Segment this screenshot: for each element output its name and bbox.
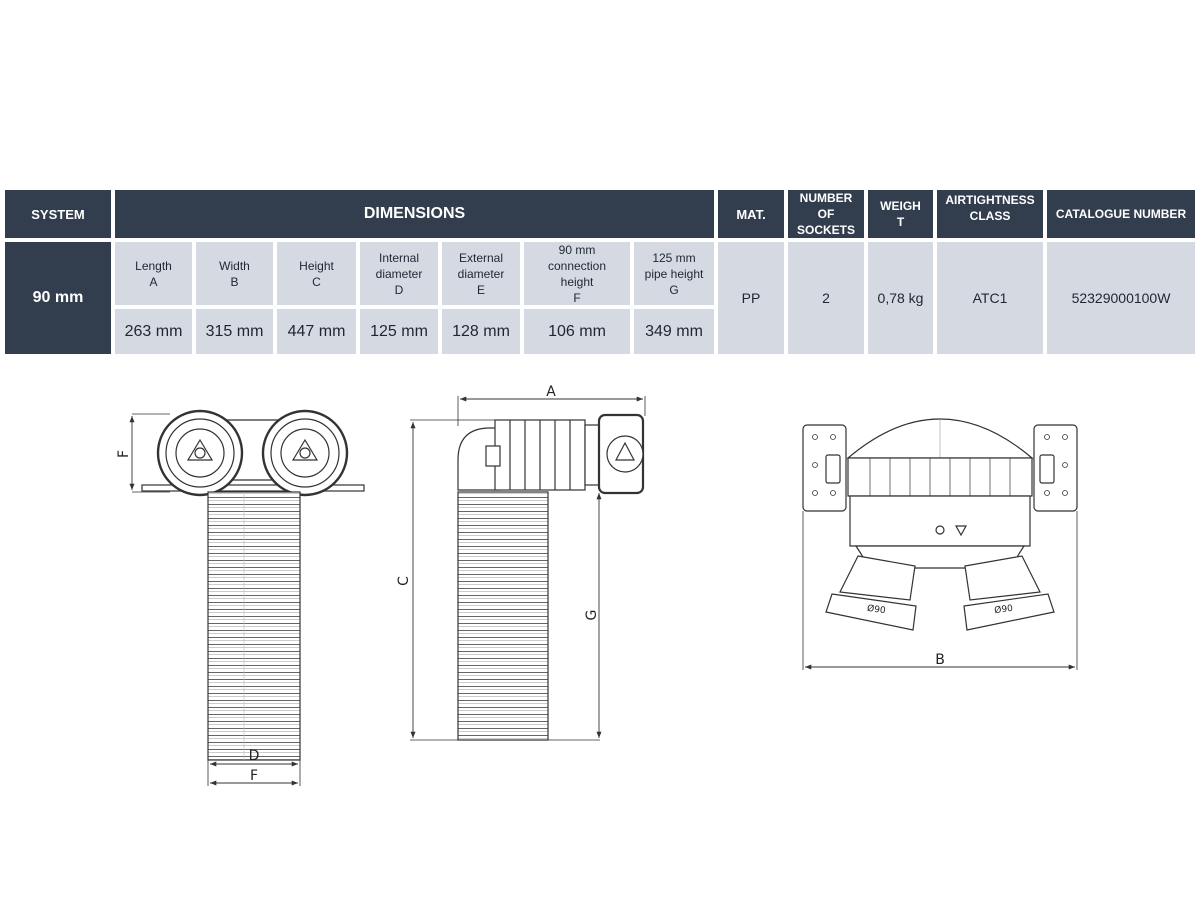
dim-label-line: Height xyxy=(299,258,334,273)
system-value: 90 mm xyxy=(5,242,111,354)
top-socket-mark-right: Ø90 xyxy=(994,603,1014,617)
front-view-drawing xyxy=(129,409,365,786)
dim-label-line: diameter xyxy=(457,266,505,281)
dim-label-line: height xyxy=(560,274,594,289)
dim-label-line: pipe height xyxy=(644,266,704,281)
dim-label-line: Internal xyxy=(378,250,420,265)
header-weight: WEIGH T xyxy=(868,190,933,238)
side-dim-a: A xyxy=(546,384,556,400)
dim-label-line: connection xyxy=(547,258,607,273)
front-dim-f-top: F xyxy=(116,450,132,458)
dim-value-pipe-height: 349 mm xyxy=(634,309,714,354)
dim-value-length: 263 mm xyxy=(115,309,192,354)
front-dim-f-bottom: F xyxy=(250,768,258,784)
weight-value: 0,78 kg xyxy=(868,242,933,354)
side-view-drawing xyxy=(410,396,646,741)
dim-label-connection-height: 90 mm connection height F xyxy=(524,242,630,305)
top-dim-b: B xyxy=(935,652,945,668)
header-sockets: NUMBER OF SOCKETS xyxy=(788,190,864,238)
header-weight-line: T xyxy=(896,215,905,229)
top-view-drawing xyxy=(802,418,1078,670)
dim-label-line: F xyxy=(573,290,581,305)
dim-label-line: Length xyxy=(135,258,172,273)
header-weight-line: WEIGH xyxy=(880,199,921,213)
dim-label-line: External xyxy=(458,250,504,265)
dim-label-line: Width xyxy=(219,258,250,273)
dim-label-line: E xyxy=(476,282,485,297)
dim-value-external-diameter: 128 mm xyxy=(442,309,520,354)
dim-label-pipe-height: 125 mm pipe height G xyxy=(634,242,714,305)
dim-value-connection-height: 106 mm xyxy=(524,309,630,354)
dim-label-line: diameter xyxy=(375,266,423,281)
airtightness-value: ATC1 xyxy=(937,242,1043,354)
dim-value-height: 447 mm xyxy=(277,309,356,354)
dim-label-line: 125 mm xyxy=(652,250,696,265)
dim-label-line: B xyxy=(230,274,239,289)
header-airtightness-line: AIRTIGHTNESS xyxy=(945,193,1035,207)
header-airtightness: AIRTIGHTNESS CLASS xyxy=(937,190,1043,238)
catalogue-value: 52329000100W xyxy=(1047,242,1195,354)
header-sockets-line: OF xyxy=(817,207,835,221)
dim-label-height: Height C xyxy=(277,242,356,305)
top-socket-mark-left: Ø90 xyxy=(866,603,886,617)
dim-label-width: Width B xyxy=(196,242,273,305)
side-dim-c: C xyxy=(396,576,412,586)
dim-label-line: G xyxy=(669,282,679,297)
header-airtightness-line: CLASS xyxy=(969,209,1011,223)
material-value: PP xyxy=(718,242,784,354)
header-material: MAT. xyxy=(718,190,784,238)
header-system: SYSTEM xyxy=(5,190,111,238)
header-sockets-line: SOCKETS xyxy=(796,223,855,237)
dim-label-line: D xyxy=(394,282,404,297)
side-dim-g: G xyxy=(584,610,600,621)
header-sockets-line: NUMBER xyxy=(799,191,853,205)
dim-value-internal-diameter: 125 mm xyxy=(360,309,438,354)
dim-value-width: 315 mm xyxy=(196,309,273,354)
header-catalogue: CATALOGUE NUMBER xyxy=(1047,190,1195,238)
dim-label-line: C xyxy=(312,274,321,289)
dim-label-internal-diameter: Internal diameter D xyxy=(360,242,438,305)
dim-label-external-diameter: External diameter E xyxy=(442,242,520,305)
front-dim-d: D xyxy=(249,748,260,764)
dim-label-line: 90 mm xyxy=(558,242,596,257)
header-dimensions: DIMENSIONS xyxy=(115,190,714,238)
sockets-value: 2 xyxy=(788,242,864,354)
dim-label-length: Length A xyxy=(115,242,192,305)
dim-label-line: A xyxy=(149,274,158,289)
